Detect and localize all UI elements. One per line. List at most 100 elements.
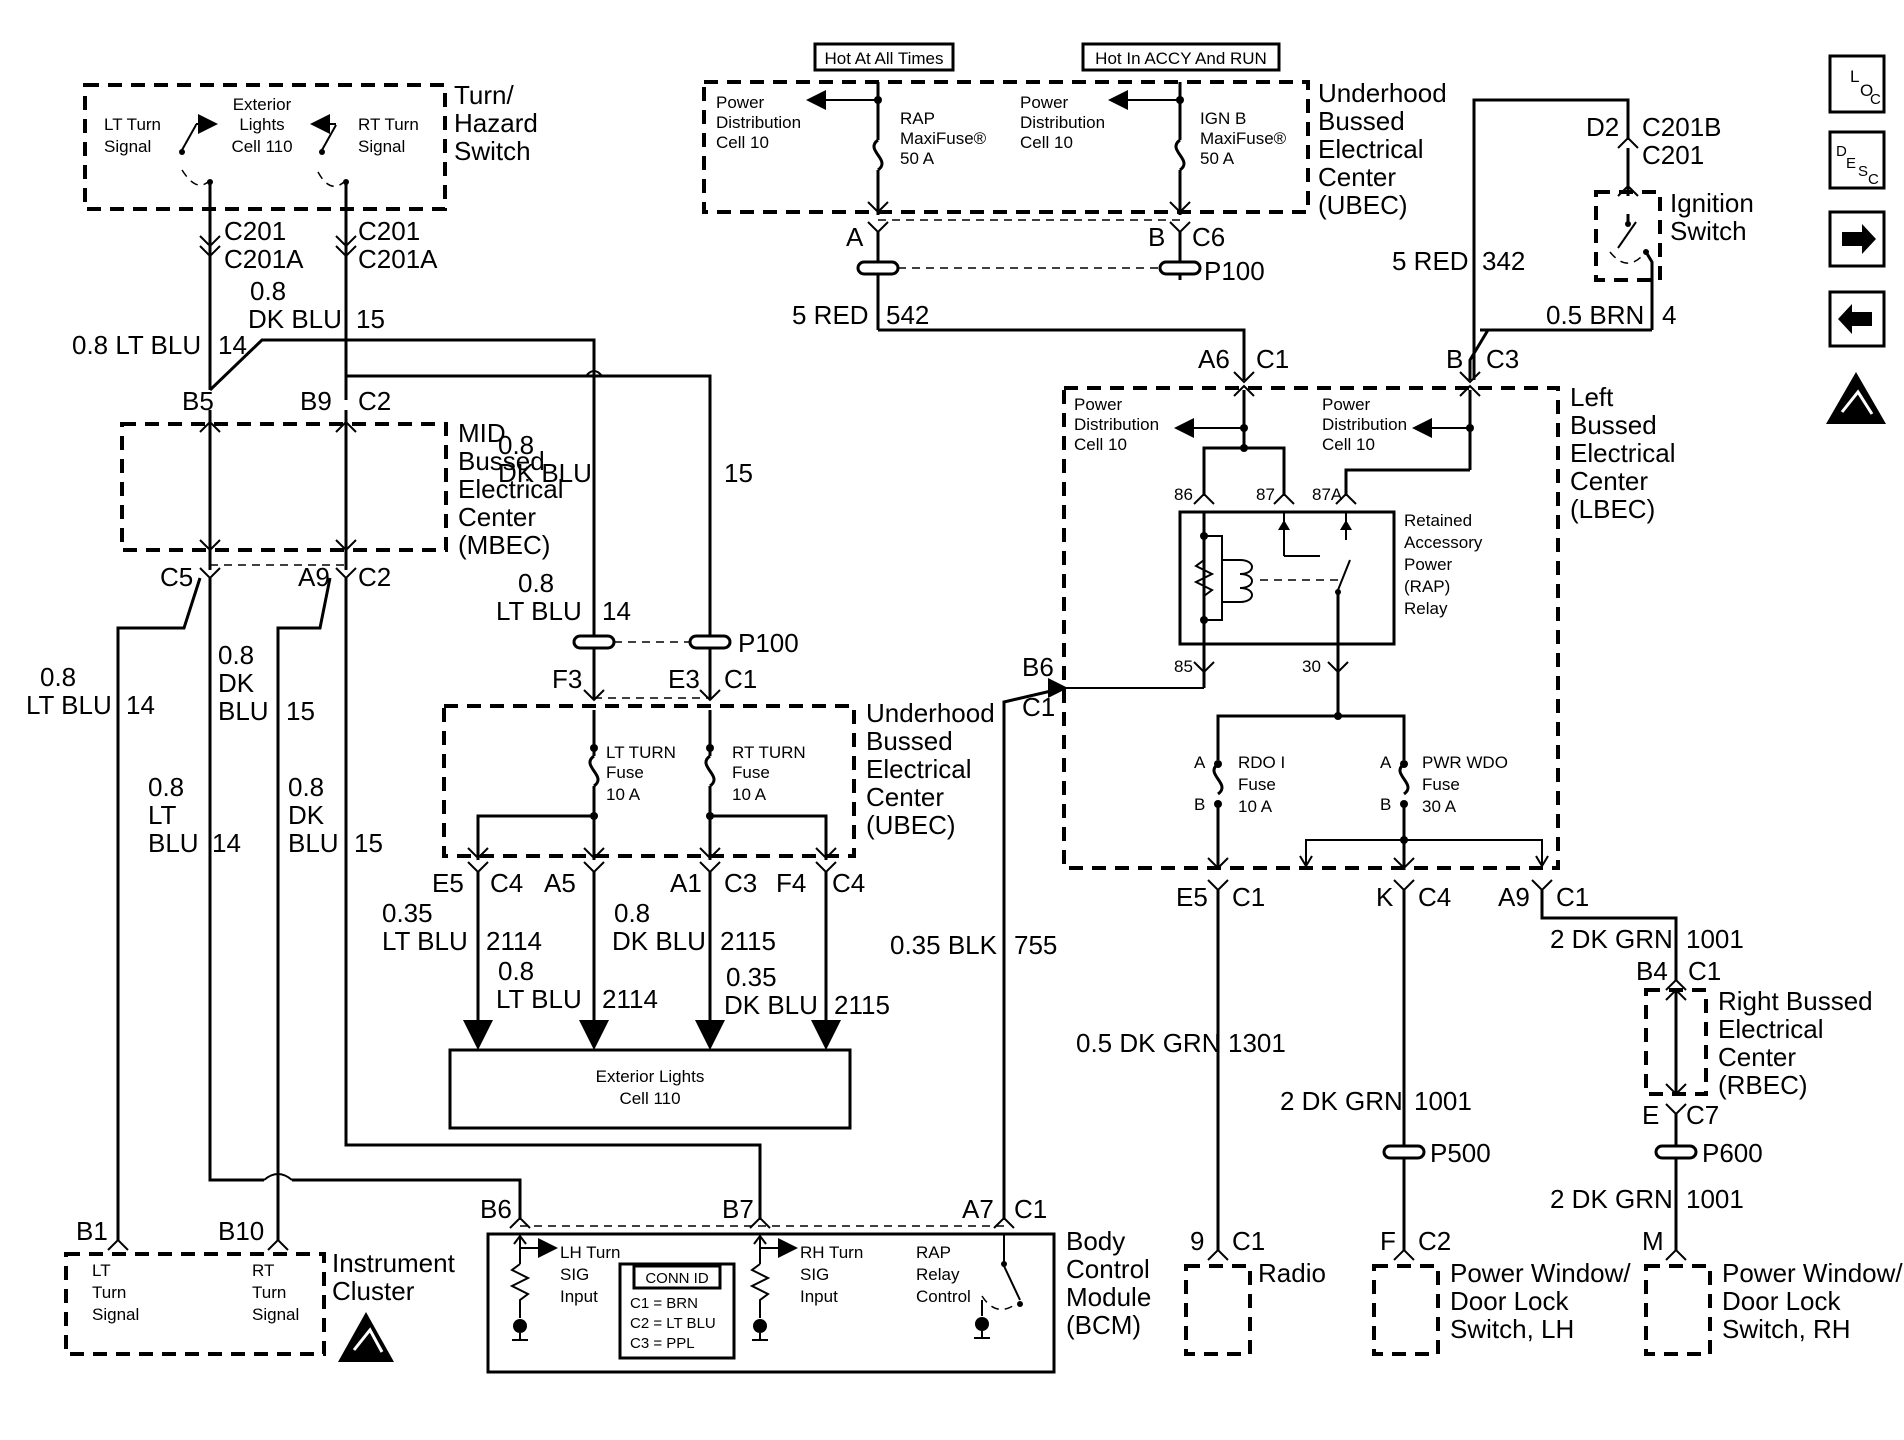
lbec: A6 C1 B C3 Left Bussed Electrical Center… — [1022, 344, 1675, 912]
label-ubec-mid-e3: E3 — [668, 664, 700, 694]
label-ubec-mid-ltf2: Fuse — [606, 763, 644, 782]
label-bcm-conn-title: CONN ID — [645, 1270, 709, 1287]
label-wires-w1001a-gauge: 2 DK GRN — [1550, 924, 1673, 954]
label-mbec-a9: A9 — [298, 562, 330, 592]
label-lbec-relay5: Relay — [1404, 599, 1448, 618]
label-lbec-c1d: C1 — [1556, 882, 1589, 912]
label-bcm-b6: B6 — [480, 1194, 512, 1224]
label-lbec-relay1: Retained — [1404, 511, 1472, 530]
label-pw-rh-pin: M — [1642, 1226, 1664, 1256]
label-ubec-top-pin-b: B — [1148, 222, 1165, 252]
label-turn-switch-ext3: Cell 110 — [231, 137, 292, 156]
label-lbec-pd2b: Distribution — [1322, 415, 1407, 434]
label-cluster-lt1: LT — [92, 1261, 111, 1280]
label-wires-w15d-g1: 0.8 — [288, 772, 324, 802]
label-ubec-mid-ltf1: LT TURN — [606, 743, 676, 762]
label-lbec-relay2: Accessory — [1404, 533, 1483, 552]
label-wires-w1001b-gauge: 2 DK GRN — [1280, 1086, 1403, 1116]
label-headers-hot-all: Hot At All Times — [824, 49, 943, 68]
label-wires-w2115b-g2: DK BLU — [724, 990, 818, 1020]
label-lbec-p85: 85 — [1174, 657, 1193, 676]
label-cluster-lt3: Signal — [92, 1305, 139, 1324]
label-wires-w1001c-num: 1001 — [1686, 1184, 1744, 1214]
label-wires-w15a-g1: 0.8 — [250, 276, 286, 306]
label-ext-lights-l2: Cell 110 — [619, 1089, 680, 1108]
label-wires-w2114b-g2: LT BLU — [496, 984, 582, 1014]
label-wires-w15d-g2: DK — [288, 800, 325, 830]
label-bcm-conn2: C2 = LT BLU — [630, 1315, 716, 1332]
label-lbec-rdo2: Fuse — [1238, 775, 1276, 794]
label-ubec-top-pin-a: A — [846, 222, 864, 252]
label-cluster-rt3: Signal — [252, 1305, 299, 1324]
label-radio-conn: C1 — [1232, 1226, 1265, 1256]
label-wires-w755-gauge: 0.35 BLK — [890, 930, 998, 960]
next-arrow-button[interactable] — [1828, 210, 1886, 268]
label-splices-p500: P500 — [1430, 1138, 1491, 1168]
label-lbec-rdo1: RDO I — [1238, 753, 1285, 772]
label-wires-w2114a-num: 2114 — [486, 926, 542, 956]
label-wires-w15d-num: 15 — [354, 828, 383, 858]
label-lbec-relay4: (RAP) — [1404, 577, 1450, 596]
label-lbec-fa1: A — [1194, 753, 1206, 772]
label-wires-w2114b-num: 2114 — [602, 984, 658, 1014]
label-lbec-a9: A9 — [1498, 882, 1530, 912]
label-wires-w2115a-g1: 0.8 — [614, 898, 650, 928]
label-ubec-top-pd1c: Cell 10 — [716, 133, 769, 152]
label-bcm-rap2: Relay — [916, 1265, 960, 1284]
label-radio-name: Radio — [1258, 1258, 1326, 1288]
label-lbec-fb1: B — [1194, 795, 1205, 814]
label-cluster-rt1: RT — [252, 1261, 274, 1280]
label-ubec-mid-c1: C1 — [724, 664, 757, 694]
label-wires-w15a-g2: DK BLU — [248, 304, 342, 334]
label-cluster-rt2: Turn — [252, 1283, 286, 1302]
label-lbec-pd2a: Power — [1322, 395, 1371, 414]
label-ubec-mid-a1: A1 — [670, 868, 702, 898]
label-ubec-top-rap3: 50 A — [900, 149, 935, 168]
label-cluster-name1: Instrument — [332, 1248, 456, 1278]
label-lbec-name1: Left — [1570, 382, 1614, 412]
label-bcm-lh3: Input — [560, 1287, 598, 1306]
radio: 9 C1 Radio — [1184, 1226, 1326, 1356]
label-mbec-name3: Electrical — [458, 474, 563, 504]
mbec-output-wires: 0.8 LT BLU 14 0.8 DK BLU 15 0.8 LT BLU 1… — [26, 567, 762, 1240]
turn-hazard-switch: Turn/ Hazard Switch LT Turn Signal RT Tu… — [83, 80, 538, 274]
label-bcm-rh1: RH Turn — [800, 1243, 863, 1262]
desc-button[interactable]: D E S C — [1828, 130, 1886, 190]
label-bcm-rh2: SIG — [800, 1265, 829, 1284]
label-ubec-top-name5: (UBEC) — [1318, 190, 1408, 220]
label-rbec-name3: Center — [1718, 1042, 1796, 1072]
label-mbec-name4: Center — [458, 502, 536, 532]
wire-755: 0.35 BLK 755 — [890, 686, 1065, 1220]
label-turn-switch-lt2: Signal — [104, 137, 151, 156]
label-mbec-b9: B9 — [300, 386, 332, 416]
label-mbec-name1: MID — [458, 418, 506, 448]
label-wires-w14d-g1: 0.8 — [148, 772, 184, 802]
label-ubec-top-pd2a: Power — [1020, 93, 1069, 112]
instrument-cluster: B1 B10 LT Turn Signal RT Turn Signal Ins… — [64, 1216, 456, 1362]
label-rbec-e: E — [1642, 1100, 1659, 1130]
label-wires-w2115a-num: 2115 — [720, 926, 776, 956]
label-ubec-top-splice: P100 — [1204, 256, 1265, 286]
label-ubec-top-pd1b: Distribution — [716, 113, 801, 132]
ubec-top: Underhood Bussed Electrical Center (UBEC… — [702, 78, 1447, 380]
label-ubec-mid-f3: F3 — [552, 664, 582, 694]
label-pw-lh-name1: Power Window/ — [1450, 1258, 1631, 1288]
header-hot-at-all-times: Hot At All Times — [813, 42, 955, 72]
power-window-lh: F C2 Power Window/ Door Lock Switch, LH — [1372, 1226, 1631, 1356]
label-ubec-mid-name4: Center — [866, 782, 944, 812]
power-window-rh: M Power Window/ Door Lock Switch, RH — [1642, 1226, 1903, 1356]
label-lbec-name3: Electrical — [1570, 438, 1675, 468]
label-lbec-name5: (LBEC) — [1570, 494, 1655, 524]
label-ext-lights-l1: Exterior Lights — [596, 1067, 705, 1086]
prev-arrow-button[interactable] — [1828, 290, 1886, 348]
label-ubec-top-ign3: 50 A — [1200, 149, 1235, 168]
label-wires-w1001b-num: 1001 — [1414, 1086, 1472, 1116]
label-ubec-mid-name1: Underhood — [866, 698, 995, 728]
ubec-mid: 0.8 DK BLU 15 0.8 LT BLU 14 P100 F3 E3 C… — [382, 430, 995, 1050]
label-lbec-c1a: C1 — [1256, 344, 1289, 374]
label-wires-w15c-g2: DK — [218, 668, 255, 698]
label-wires-w2114a-g1: 0.35 — [382, 898, 433, 928]
loc-button[interactable]: L O C — [1828, 54, 1886, 114]
label-turn-switch-lt1: LT Turn — [104, 115, 161, 134]
